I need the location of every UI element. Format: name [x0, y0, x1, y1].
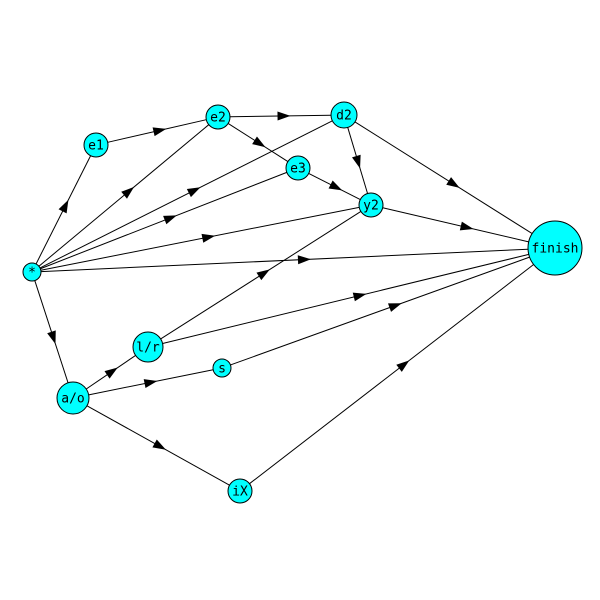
- edge-star-to-d2: [39, 120, 333, 269]
- node-ao[interactable]: [56, 381, 90, 415]
- arrowhead-s-to-finish: [387, 303, 402, 312]
- node-e1[interactable]: [83, 132, 109, 158]
- edge-s-to-finish: [230, 256, 530, 366]
- edge-star-to-e2: [38, 124, 210, 267]
- arrowhead-iX-to-finish: [396, 360, 410, 372]
- arrowhead-star-to-finish: [297, 255, 311, 265]
- edge-iX-to-finish: [249, 264, 534, 485]
- arrowhead-ao-to-iX: [152, 439, 166, 450]
- arrowhead-star-to-e3: [163, 215, 177, 225]
- node-finish[interactable]: [527, 220, 583, 276]
- node-y2[interactable]: [358, 192, 384, 218]
- node-e3[interactable]: [285, 155, 311, 181]
- arrowhead-e2-to-d2: [277, 111, 291, 121]
- arrowhead-e3-to-y2: [328, 180, 343, 191]
- arrowhead-lr-to-y2: [256, 269, 270, 281]
- arrowhead-lr-to-finish: [352, 292, 367, 302]
- arrowhead-star-to-e2: [121, 186, 135, 199]
- node-e2[interactable]: [205, 104, 231, 130]
- arrowhead-d2-to-finish: [446, 177, 460, 188]
- edge-lr-to-finish: [162, 253, 529, 344]
- arrowhead-star-to-y2: [201, 233, 216, 243]
- edge-d2-to-finish: [354, 121, 533, 235]
- edge-star-to-e3: [40, 171, 288, 270]
- node-iX[interactable]: [227, 478, 253, 504]
- arrowhead-star-to-e1: [58, 199, 69, 214]
- node-lr[interactable]: [132, 331, 164, 363]
- arrowhead-ao-to-s: [143, 379, 158, 388]
- node-s[interactable]: [212, 358, 232, 378]
- arrowhead-ao-to-lr: [104, 367, 118, 379]
- edge-star-to-ao: [34, 280, 69, 383]
- arrowhead-e1-to-e2: [152, 127, 167, 137]
- arrowhead-e2-to-e3: [252, 136, 266, 148]
- arrowhead-d2-to-y2: [352, 154, 361, 169]
- node-star[interactable]: [22, 262, 42, 282]
- edge-y2-to-finish: [382, 207, 529, 243]
- node-d2[interactable]: [330, 101, 358, 129]
- edge-star-to-y2: [40, 206, 360, 271]
- arrowhead-star-to-d2: [186, 187, 201, 198]
- arrowhead-y2-to-finish: [459, 221, 474, 231]
- arrowhead-star-to-ao: [47, 330, 56, 345]
